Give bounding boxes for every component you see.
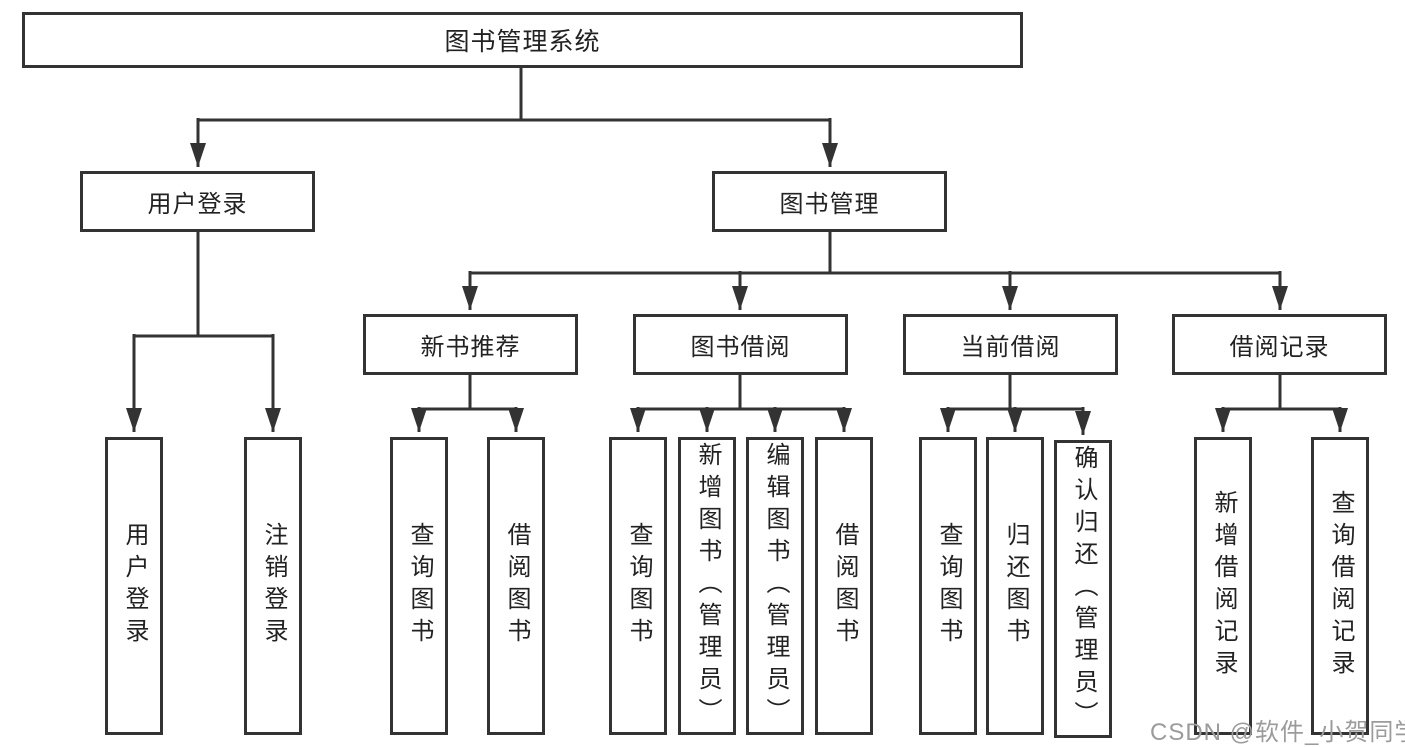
node-label: 图书管理 [779, 191, 880, 218]
node-library-management-system: 图书管理系统 [22, 12, 1023, 68]
node-label: 用户登录 [147, 191, 248, 218]
node-label: 查询图书 [935, 522, 962, 650]
connector-borrow-record-trunk [1223, 375, 1340, 411]
node-label: 确认归还（管理员） [1070, 445, 1097, 733]
node-label: 新增图书（管理员） [694, 442, 721, 730]
leaf-current-confirm-return-admin: 确认归还（管理员） [1054, 440, 1112, 738]
leaf-user-login: 用户登录 [105, 437, 163, 735]
node-label: 编辑图书（管理员） [762, 442, 789, 730]
node-book-management: 图书管理 [712, 171, 947, 232]
node-new-book-recommend: 新书推荐 [363, 314, 578, 375]
node-label: 查询图书 [625, 522, 652, 650]
leaf-newbook-borrow-books: 借阅图书 [487, 437, 545, 735]
leaf-record-query-borrow-record: 查询借阅记录 [1311, 437, 1369, 735]
node-user-login: 用户登录 [80, 171, 315, 232]
leaf-borrow-borrow-books: 借阅图书 [815, 437, 873, 735]
csdn-watermark: CSDN @软件_小贺同学 [1150, 719, 1405, 746]
connector-user-login-trunk [134, 232, 273, 338]
leaf-borrow-query-books: 查询图书 [609, 437, 667, 735]
node-label: 新书推荐 [420, 334, 521, 361]
node-label: 当前借阅 [960, 334, 1061, 361]
connector-new-book-trunk [419, 375, 516, 411]
leaf-current-query-books: 查询图书 [919, 437, 977, 735]
node-label: 借阅记录 [1229, 334, 1330, 361]
connector-root-trunk [198, 68, 830, 122]
node-label: 注销登录 [260, 522, 287, 650]
leaf-record-add-borrow-record: 新增借阅记录 [1194, 437, 1252, 735]
node-label: 借阅图书 [831, 522, 858, 650]
node-label: 查询图书 [406, 522, 433, 650]
leaf-newbook-query-books: 查询图书 [390, 437, 448, 735]
node-book-borrow: 图书借阅 [633, 314, 848, 375]
node-label: 图书管理系统 [444, 28, 601, 56]
connector-book-borrow-trunk [638, 375, 844, 411]
node-borrow-record: 借阅记录 [1172, 314, 1387, 375]
leaf-borrow-edit-books-admin: 编辑图书（管理员） [746, 437, 804, 735]
node-label: 归还图书 [1002, 522, 1029, 650]
node-label: 图书借阅 [690, 334, 791, 361]
leaf-borrow-add-books-admin: 新增图书（管理员） [678, 437, 736, 735]
node-current-borrow: 当前借阅 [903, 314, 1118, 375]
node-label: 用户登录 [121, 522, 148, 650]
connector-current-borrow-trunk [948, 375, 1083, 411]
node-label: 借阅图书 [503, 522, 530, 650]
node-label: 新增借阅记录 [1210, 490, 1237, 682]
node-label: 查询借阅记录 [1327, 490, 1354, 682]
leaf-current-return-books: 归还图书 [986, 437, 1044, 735]
leaf-logout: 注销登录 [244, 437, 302, 735]
connector-book-management-trunk [470, 232, 1280, 275]
